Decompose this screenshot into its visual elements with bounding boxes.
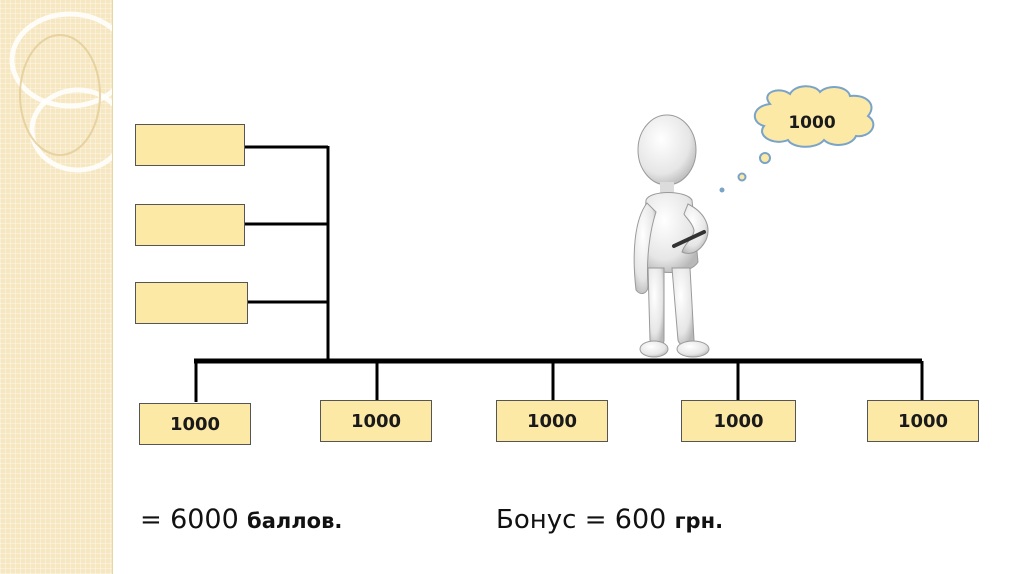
points-unit: баллов. [247,509,342,533]
points-value: 6000 [170,504,239,535]
thought-bubble-text: 1000 [757,108,867,138]
left-box-1 [135,124,245,166]
bonus-eq-sign: = [585,505,607,535]
bottom-box-2: 1000 [320,400,432,442]
bonus-unit: грн. [675,509,724,533]
bottom-box-4: 1000 [681,400,796,442]
stick-figure-person-icon [634,115,709,357]
bottom-box-3: 1000 [496,400,608,442]
points-eq-sign: = [140,505,162,535]
bottom-box-5: 1000 [867,400,979,442]
points-total: = 6000 баллов. [140,504,342,535]
thought-bubble-icon [720,86,874,192]
bonus-label: Бонус [496,505,576,535]
bonus-value: 600 [615,504,667,535]
bottom-box-1: 1000 [139,403,251,445]
left-box-2 [135,204,245,246]
left-box-3 [135,282,248,324]
bonus-total: Бонус = 600 грн. [496,504,723,535]
